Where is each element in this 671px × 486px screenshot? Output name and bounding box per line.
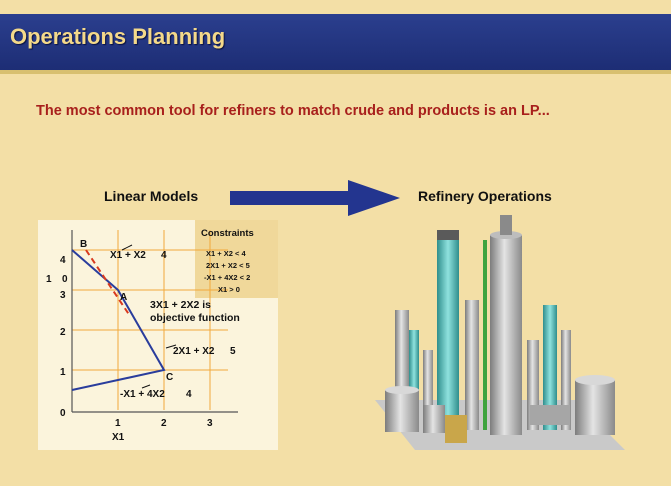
line-label-3-rhs: 4	[186, 389, 192, 400]
tank-1-top	[385, 386, 419, 394]
main-tower-stack	[500, 215, 512, 235]
feasible-boundary	[71, 249, 166, 391]
x-tick-1: 1	[115, 418, 121, 429]
tower-left-teal	[409, 330, 419, 430]
building	[445, 415, 467, 443]
column-2	[465, 300, 479, 430]
main-tower	[490, 235, 522, 435]
refinery-illustration	[375, 215, 625, 450]
constraint-1: X1 + X2 < 4	[206, 249, 246, 258]
arrow-mark-2	[165, 344, 177, 349]
teal-column-1	[437, 240, 459, 430]
constraint-2: 2X1 + X2 < 5	[206, 261, 250, 270]
tower-small-1	[423, 350, 433, 430]
title-bar	[0, 14, 671, 74]
arrow-mark-3	[141, 384, 151, 389]
x-tick-2: 2	[161, 418, 167, 429]
constraint-4: X1 > 0	[218, 285, 240, 294]
y-axis-label: 1	[46, 274, 52, 285]
linear-models-label: Linear Models	[104, 188, 199, 204]
y-tick-1: 1	[60, 367, 66, 378]
line-label-2: 2X1 + X2	[173, 346, 215, 357]
teal-column-2	[543, 305, 557, 430]
tank-2	[423, 405, 445, 433]
slide-subtitle: The most common tool for refiners to mat…	[36, 103, 550, 119]
tank-3	[575, 380, 615, 435]
x-tick-3: 3	[207, 418, 213, 429]
line-label-1-rhs: 4	[161, 250, 167, 261]
column-4	[561, 330, 571, 430]
green-pipe	[483, 240, 487, 430]
right-arrow-icon	[230, 180, 400, 216]
teal-column-1-cap	[437, 230, 459, 240]
y-tick-4: 4	[60, 255, 66, 266]
line-label-1: X1 + X2	[110, 250, 146, 261]
grid	[72, 230, 228, 410]
slide-title: Operations Planning	[10, 24, 226, 49]
y-tick-3: 3	[60, 290, 66, 301]
point-label-c: C	[166, 372, 173, 383]
pipe-rack	[530, 405, 570, 425]
objective-label-2: objective function	[150, 312, 240, 324]
y-axis-extra-label: 0	[62, 274, 68, 285]
constraint-3: -X1 + 4X2 < 2	[204, 273, 250, 282]
line-label-2-rhs: 5	[230, 346, 236, 357]
constraints-title: Constraints	[201, 228, 254, 239]
refinery-operations-label: Refinery Operations	[418, 188, 552, 204]
point-label-b: B	[80, 239, 87, 250]
line-label-3: -X1 + 4X2	[120, 389, 165, 400]
objective-line	[85, 249, 131, 317]
y-tick-2: 2	[60, 327, 66, 338]
arrow-mark-1	[121, 244, 133, 251]
x-axis-label: X1	[112, 432, 125, 443]
point-label-a: A	[120, 292, 127, 303]
constraints-box	[195, 220, 278, 298]
y-tick-0: 0	[60, 408, 66, 419]
objective-label-1: 3X1 + 2X2 is	[150, 299, 211, 311]
tank-1	[385, 390, 419, 432]
title-bar-underline	[0, 70, 671, 74]
tank-3-top	[575, 375, 615, 385]
lp-diagram: B A C X1 + X2 4 2X1 + X2 5 -X1 + 4X2 4 3…	[38, 220, 278, 450]
